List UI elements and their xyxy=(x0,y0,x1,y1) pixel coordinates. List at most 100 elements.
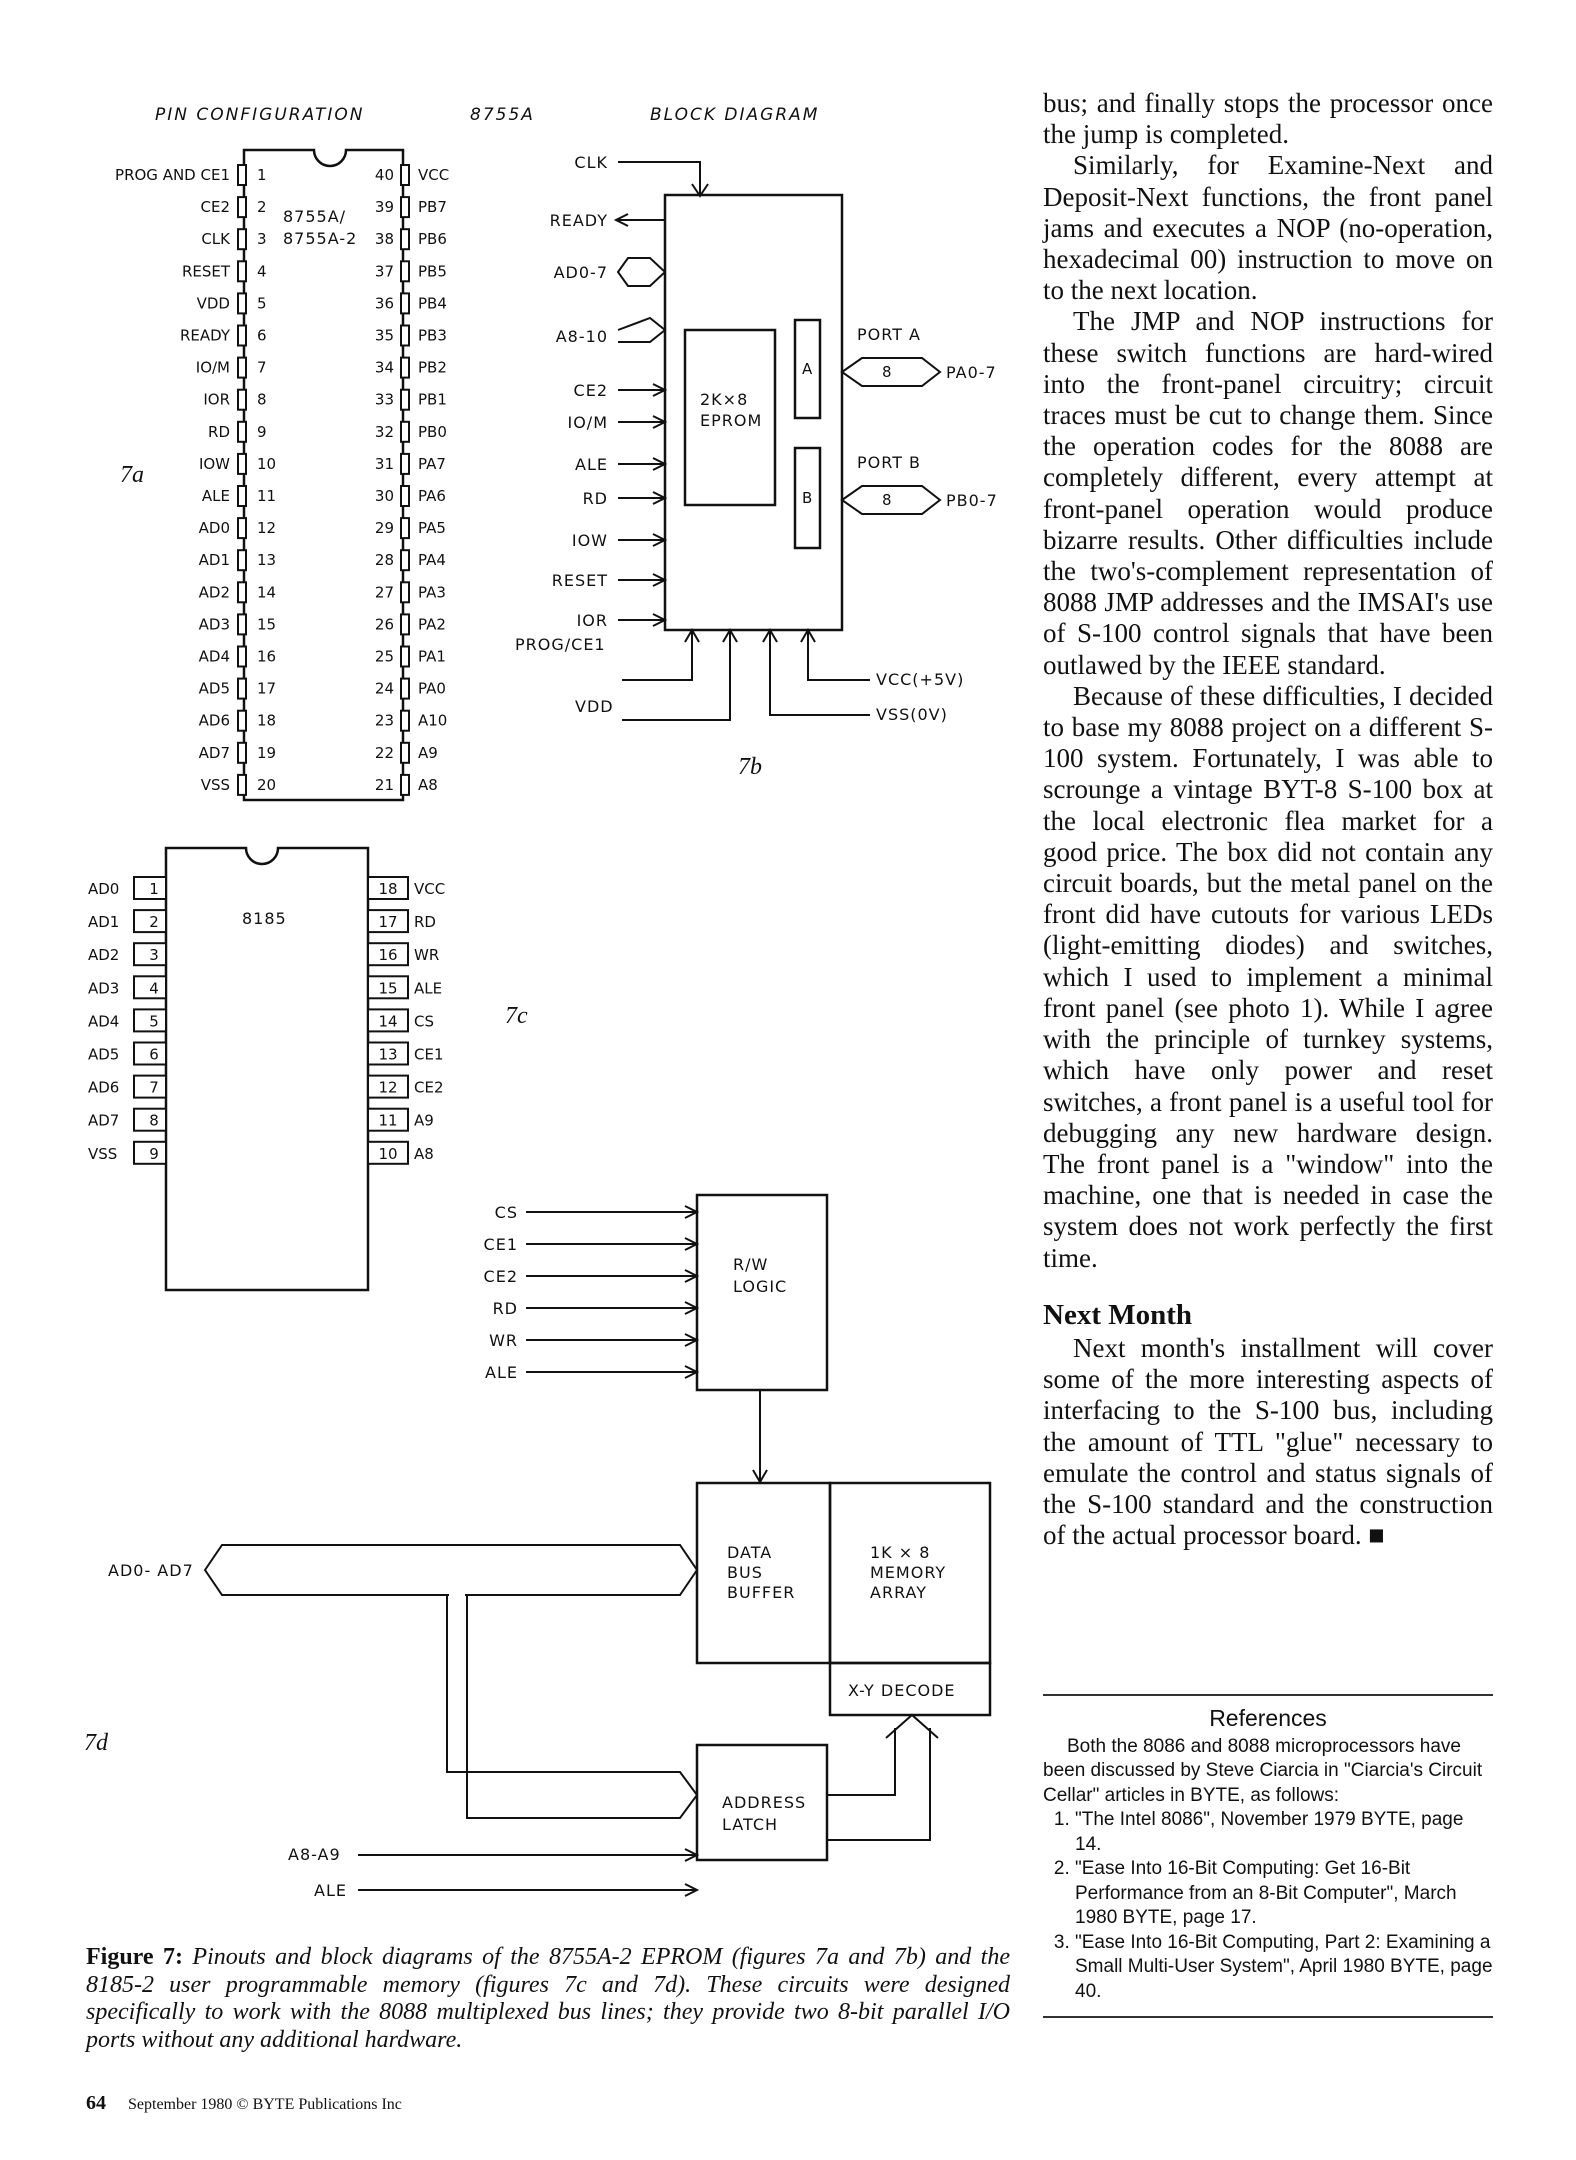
pin-name: AD3 xyxy=(199,615,230,633)
prog-arrowhead xyxy=(684,628,700,643)
pin-number: 8 xyxy=(149,1112,159,1130)
latch-b-label: B xyxy=(802,489,812,507)
pin-number: 39 xyxy=(375,198,394,216)
block-7b-input-label: RESET xyxy=(552,571,608,590)
pin-name: AD5 xyxy=(88,1046,119,1064)
pin-stub xyxy=(400,388,410,411)
pin-stub xyxy=(400,196,410,219)
pin-stub xyxy=(237,324,247,347)
block-7b-input-label: READY xyxy=(550,211,608,230)
tag-7a: 7a xyxy=(120,462,144,488)
pin-name: PA3 xyxy=(418,583,446,601)
pin-number: 37 xyxy=(375,262,394,280)
pin-number: 6 xyxy=(149,1046,159,1064)
pin-box xyxy=(367,1041,409,1066)
al-label-1: ADDRESS xyxy=(722,1793,806,1812)
end-mark: ■ xyxy=(1368,1520,1385,1551)
pin-name: CLK xyxy=(201,230,231,248)
pin-name: RESET xyxy=(182,262,231,280)
footer-text: September 1980 © BYTE Publications Inc xyxy=(128,2096,402,2113)
pin-number: 30 xyxy=(375,487,394,505)
pin-box xyxy=(133,975,167,1000)
pin-name: AD2 xyxy=(199,583,230,601)
pin-number: 25 xyxy=(375,648,394,666)
pin-number: 40 xyxy=(375,166,394,184)
pin-box xyxy=(367,876,409,900)
pin-number: 17 xyxy=(257,680,276,698)
mem-label-1: 1K × 8 xyxy=(870,1543,930,1562)
pin-number: 20 xyxy=(257,776,276,794)
rw-label-1: R/W xyxy=(733,1255,768,1274)
block-7b-input-label: IOW xyxy=(572,531,608,550)
block-7b-input-label: AD0-7 xyxy=(554,263,608,282)
rw-label-2: LOGIC xyxy=(733,1277,787,1296)
pin-number: 15 xyxy=(378,979,397,997)
ad-branch-to-latch xyxy=(446,1595,699,1819)
pin-number: 17 xyxy=(378,913,397,931)
pin-number: 5 xyxy=(149,1012,159,1030)
pin-stub xyxy=(400,260,410,283)
pin-stub xyxy=(400,164,410,186)
ready-arrowhead xyxy=(613,213,629,227)
pin-name: AD4 xyxy=(199,648,230,666)
pin-number: 14 xyxy=(378,1012,397,1030)
pin-number: 15 xyxy=(257,615,276,633)
pin-number: 1 xyxy=(149,880,159,898)
pin-name: RD xyxy=(414,913,436,931)
pin-box xyxy=(367,1140,409,1165)
pin-name: VCC xyxy=(414,880,445,898)
pin-box xyxy=(133,876,167,900)
pin-box xyxy=(367,942,409,967)
pin-name: PA4 xyxy=(418,551,446,569)
port-b-width: 8 xyxy=(882,491,892,509)
pin-name: IOR xyxy=(203,391,230,409)
pin-name: PB2 xyxy=(418,359,447,377)
pin-stub xyxy=(400,292,410,315)
paragraph-3: The JMP and NOP instructions for these s… xyxy=(1043,306,1493,680)
pin-name: A8 xyxy=(418,776,438,794)
rw-input-label: WR xyxy=(489,1331,518,1350)
pin-name: VDD xyxy=(197,294,230,312)
pin-name: PB4 xyxy=(418,294,447,312)
rw-input-arrowhead xyxy=(684,1301,700,1315)
pin-name: VCC xyxy=(418,166,449,184)
pin-stub xyxy=(237,196,247,219)
rw-input-arrowhead xyxy=(684,1205,700,1219)
pin-number: 7 xyxy=(257,359,267,377)
a8a9-arrowhead xyxy=(684,1848,700,1862)
pin-name: AD3 xyxy=(88,979,119,997)
pin-stub xyxy=(400,517,410,540)
block-7b-input-label: CE2 xyxy=(574,381,608,400)
rw-logic-box xyxy=(695,1193,829,1392)
pin-stub xyxy=(237,164,247,186)
paragraph-1: bus; and finally stops the processor onc… xyxy=(1043,88,1493,150)
dbb-label-2: BUS xyxy=(727,1563,763,1582)
block-7b-input-label: CLK xyxy=(574,153,608,172)
address-latch-box xyxy=(695,1743,829,1862)
pin-name: PA5 xyxy=(418,519,446,537)
pin-name: PB0 xyxy=(418,423,447,441)
pin-number: 16 xyxy=(257,648,276,666)
chip-8755-label-2: 8755A-2 xyxy=(283,229,357,248)
pin-name: AD6 xyxy=(199,712,230,730)
pin-stub xyxy=(237,420,247,443)
pin-number: 7 xyxy=(149,1079,159,1097)
pin-number: 31 xyxy=(375,455,394,473)
pin-name: PA0 xyxy=(418,680,446,698)
latch-a-label: A xyxy=(802,360,813,378)
pin-number: 9 xyxy=(149,1145,159,1163)
pin-number: 12 xyxy=(378,1079,397,1097)
pin-stub xyxy=(400,324,410,347)
rw-input-label: CE1 xyxy=(484,1235,518,1254)
pin-name: CE2 xyxy=(414,1079,444,1097)
pin-name: VSS xyxy=(201,776,230,794)
pin-stub xyxy=(237,741,247,764)
eprom-box xyxy=(683,328,777,507)
port-b-bus-arrow xyxy=(840,485,942,515)
pin-number: 12 xyxy=(257,519,276,537)
block-7b-input-arrowhead xyxy=(652,573,668,587)
pin-name: AD0 xyxy=(88,880,119,898)
pin-name: AD6 xyxy=(88,1079,119,1097)
pin-name: PB6 xyxy=(418,230,447,248)
